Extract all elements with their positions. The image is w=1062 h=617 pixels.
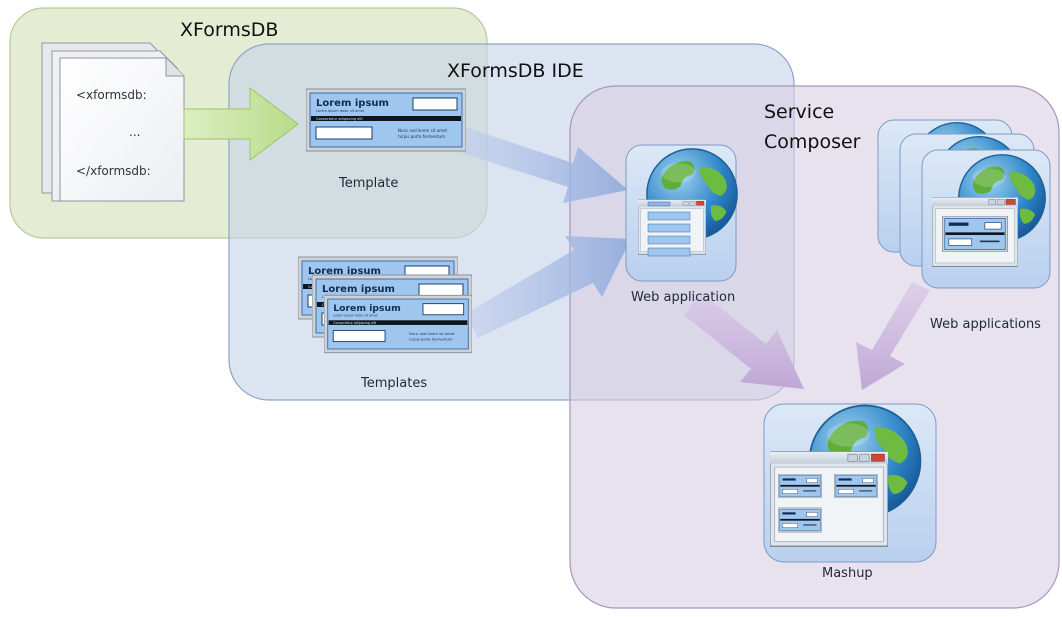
template-to-webapp-arrow bbox=[452, 126, 628, 203]
templates-caption: Templates bbox=[361, 376, 428, 391]
xformsdb-title: XFormsDB bbox=[180, 19, 279, 41]
template-stack bbox=[298, 256, 472, 354]
document-icon bbox=[41, 42, 185, 202]
mashup-tile bbox=[763, 403, 937, 563]
web-applications-caption: Web applications bbox=[930, 317, 1041, 332]
template-caption: Template bbox=[339, 176, 399, 191]
web-applications-stack bbox=[877, 119, 1051, 289]
document-close-tag: </xformsdb: bbox=[76, 164, 151, 178]
web-application-tile bbox=[625, 144, 738, 282]
webapps-to-mashup-arrow bbox=[856, 282, 930, 390]
template-card bbox=[306, 88, 466, 152]
xformsdb-ide-title: XFormsDB IDE bbox=[447, 60, 584, 82]
templates-to-webapp-arrow bbox=[465, 236, 631, 338]
compile-arrow bbox=[183, 87, 299, 161]
document-ellipsis: ... bbox=[129, 125, 141, 139]
service-composer-title-line1: Service bbox=[764, 101, 835, 123]
web-application-caption: Web application bbox=[631, 290, 736, 305]
webapp-to-mashup-arrow bbox=[684, 292, 804, 389]
service-composer-title-line2: Composer bbox=[764, 131, 861, 153]
document-open-tag: <xformsdb: bbox=[76, 88, 147, 102]
mashup-caption: Mashup bbox=[822, 566, 873, 581]
